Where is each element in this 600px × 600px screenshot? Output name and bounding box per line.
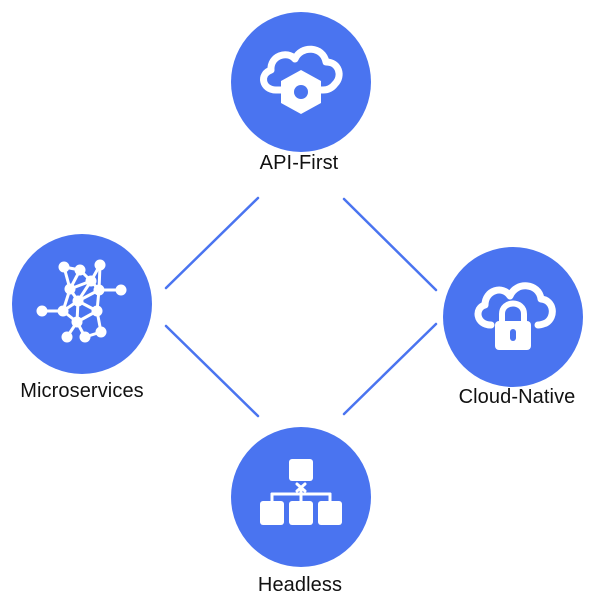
connector-api-microservices — [164, 196, 260, 290]
headless-label: Headless — [257, 574, 343, 596]
connector-api-cloud-native — [342, 197, 438, 292]
microservices-label: Microservices — [20, 380, 144, 402]
cloud-lock-icon — [474, 282, 556, 350]
cloud-native-node — [443, 247, 583, 387]
connector-microservices-headless — [164, 324, 260, 418]
network-mesh-icon — [36, 259, 127, 343]
hierarchy-blocks-icon — [260, 459, 342, 525]
cloud-native-label: Cloud-Native — [458, 386, 576, 408]
api-first-node — [231, 12, 371, 152]
microservices-node — [12, 234, 152, 374]
cloud-hexagon-nut-icon — [260, 45, 343, 114]
headless-node — [231, 427, 371, 567]
connector-cloud-native-headless — [342, 322, 438, 416]
api-first-label: API-First — [259, 152, 339, 174]
